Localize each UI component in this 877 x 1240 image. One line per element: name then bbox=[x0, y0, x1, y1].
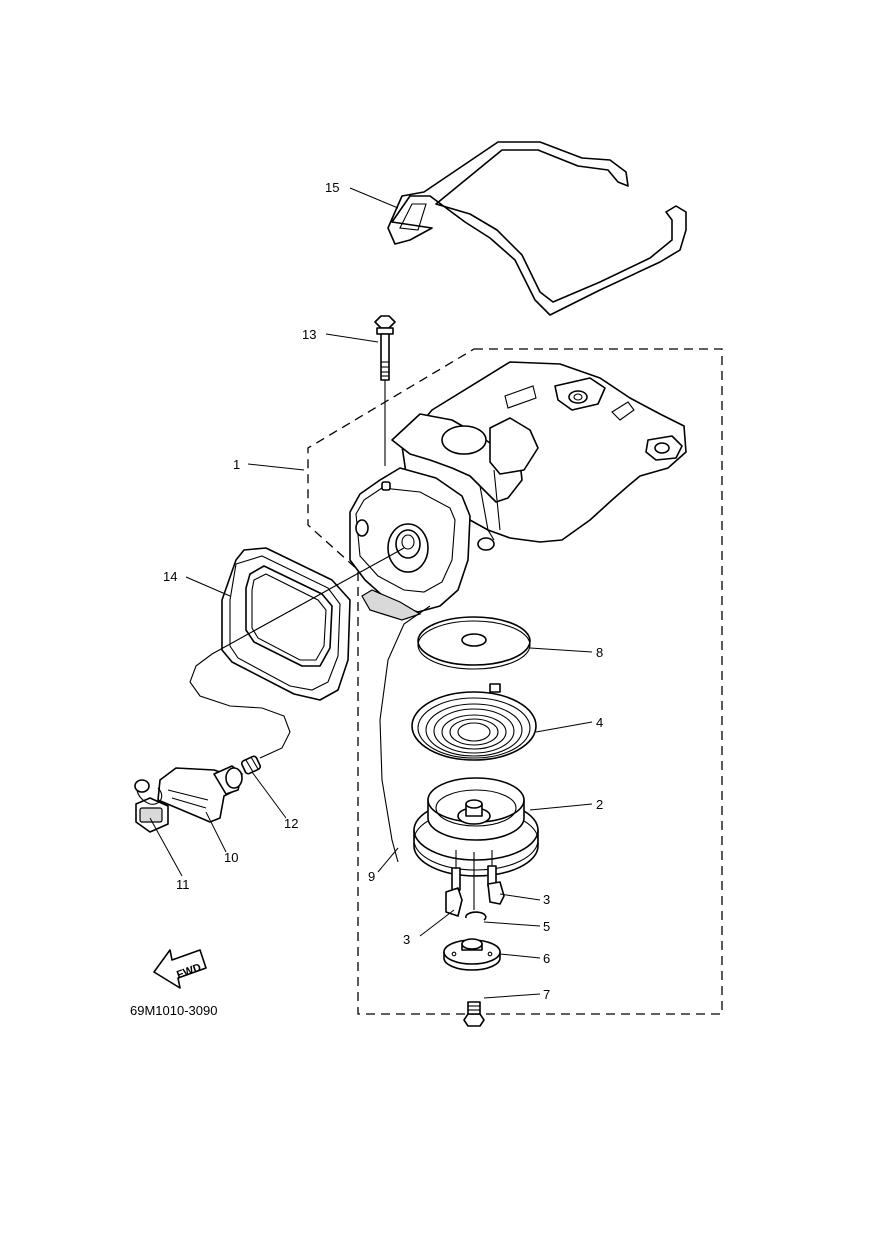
callout-14: 14 bbox=[163, 569, 177, 584]
callout-15: 15 bbox=[325, 180, 339, 195]
callout-8: 8 bbox=[596, 645, 603, 660]
part-1-starter-case bbox=[349, 361, 687, 621]
part-8-plate bbox=[417, 616, 531, 670]
part-12-rope-seal bbox=[240, 755, 262, 775]
callout-4: 4 bbox=[596, 715, 603, 730]
callout-3-left: 3 bbox=[403, 932, 410, 947]
part-4-spiral-spring bbox=[411, 683, 537, 761]
part-14-grommet bbox=[221, 547, 351, 701]
part-3-ratchet-left bbox=[445, 850, 463, 917]
callout-1: 1 bbox=[233, 457, 240, 472]
callout-12: 12 bbox=[284, 816, 298, 831]
diagram-code: 69M1010-3090 bbox=[130, 1003, 217, 1018]
part-7-screw bbox=[463, 1001, 485, 1027]
part-13-bolt bbox=[374, 315, 396, 466]
callout-7: 7 bbox=[543, 987, 550, 1002]
leader-lines bbox=[149, 187, 593, 999]
part-9-rope-lead bbox=[379, 605, 431, 863]
fwd-arrow-icon: FWD bbox=[153, 949, 207, 989]
starter-rope bbox=[189, 547, 405, 759]
part-2-drum-sheave bbox=[413, 777, 539, 877]
part-15-cover-rim bbox=[387, 141, 687, 316]
part-3-ratchet-right bbox=[487, 850, 505, 905]
callout-10: 10 bbox=[224, 850, 238, 865]
part-5-circlip bbox=[465, 852, 487, 921]
callout-11: 11 bbox=[176, 877, 190, 892]
part-6-drive-plate bbox=[443, 938, 501, 971]
assembly-boundary bbox=[307, 348, 723, 1015]
callout-13: 13 bbox=[302, 327, 316, 342]
callout-3-right: 3 bbox=[543, 892, 550, 907]
callout-2: 2 bbox=[596, 797, 603, 812]
part-10-starter-handle bbox=[157, 765, 243, 823]
callout-5: 5 bbox=[543, 919, 550, 934]
callout-9: 9 bbox=[368, 869, 375, 884]
callout-6: 6 bbox=[543, 951, 550, 966]
part-11-rope-end bbox=[134, 779, 169, 833]
